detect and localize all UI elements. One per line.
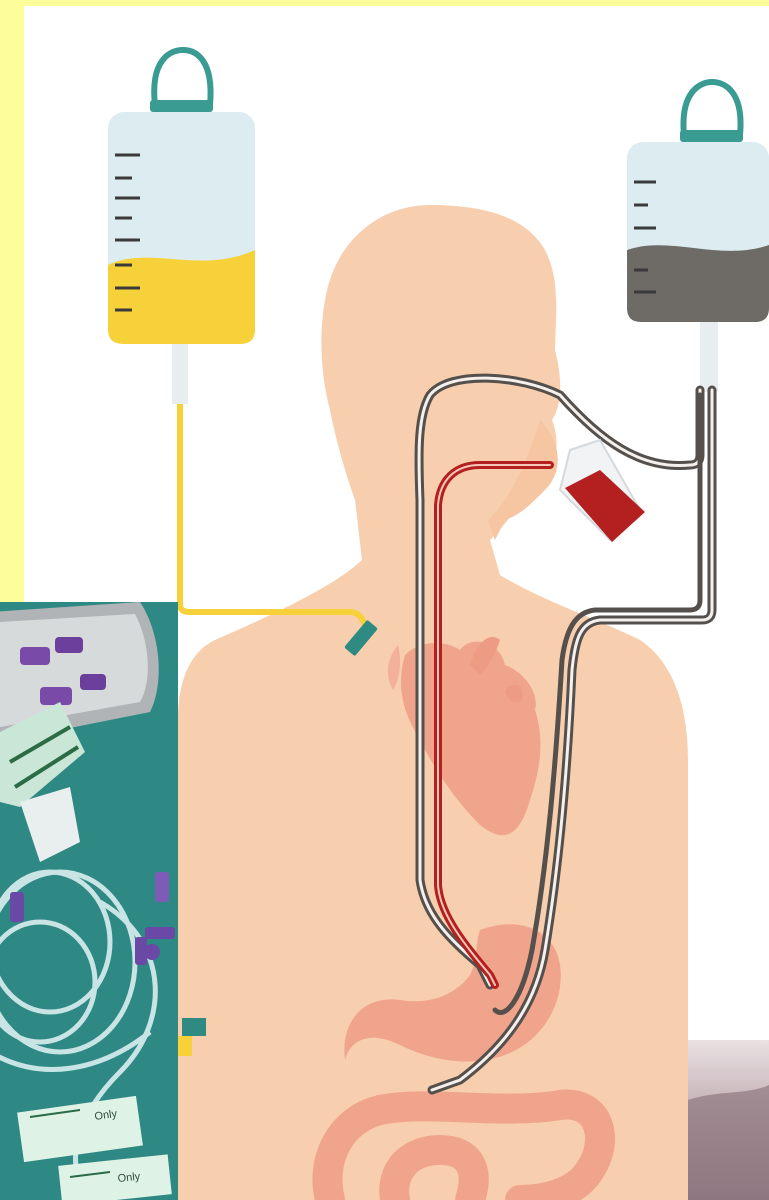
iv-bag-icon: [108, 50, 255, 404]
inset-label-2: Only: [117, 1171, 141, 1185]
lower-clamp: [182, 1018, 206, 1036]
drain-bag-icon: [627, 82, 769, 392]
right-photo-fragment: [688, 1040, 769, 1200]
inset-photo-iv-kit: Only Only: [0, 602, 178, 1200]
